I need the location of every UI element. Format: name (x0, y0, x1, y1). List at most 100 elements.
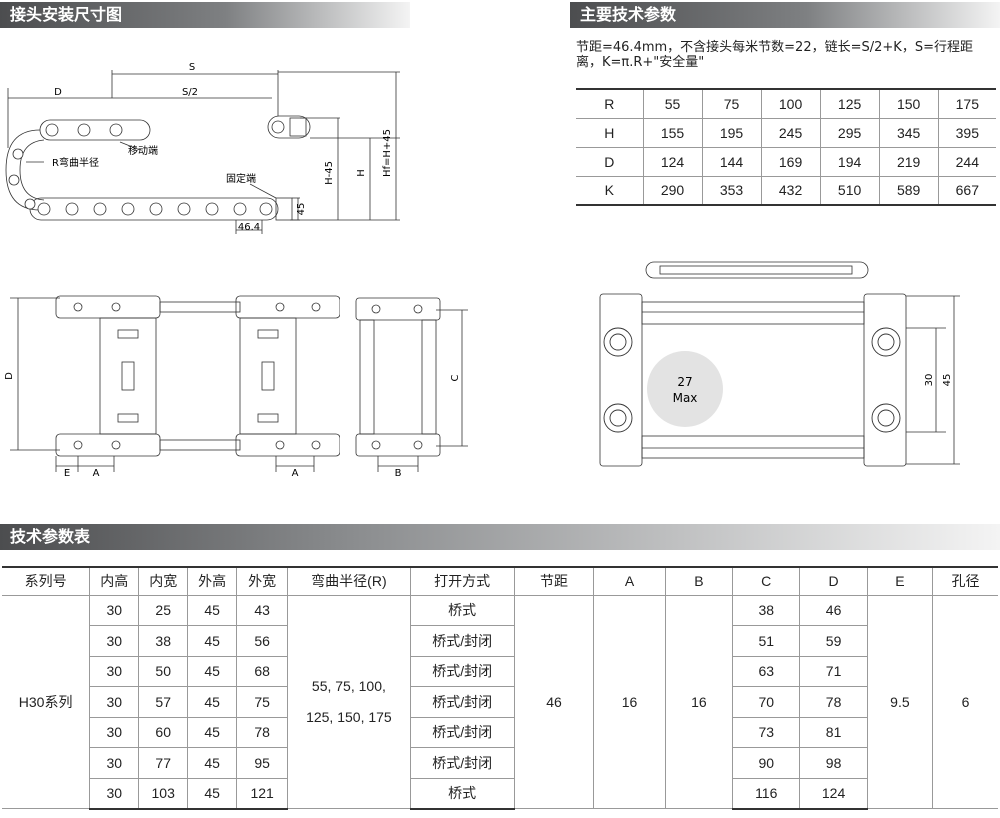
row-label: K (576, 176, 643, 206)
cell: 81 (799, 716, 868, 748)
cell: 124 (799, 777, 868, 810)
table-row: R 55 75 100 125 150 175 (576, 88, 996, 119)
cell: 121 (236, 777, 289, 810)
param-table-title: 技术参数表 (0, 524, 1000, 550)
cell: 125 (819, 88, 880, 119)
label-max-value: 27 (677, 375, 692, 389)
params-note: 节距=46.4mm，不含接头每米节数=22，链长=S/2+K，S=行程距离，K=… (576, 40, 973, 70)
cell: 桥式/封闭 (409, 716, 515, 748)
col-open-type: 打开方式 (409, 566, 515, 596)
cell: 345 (878, 118, 939, 148)
label-max-unit: Max (673, 391, 698, 405)
row-label: D (576, 147, 643, 177)
col-inner-h: 内高 (89, 566, 140, 596)
cell: 30 (89, 625, 140, 657)
col-bend-radius: 弯曲半径(R) (287, 566, 411, 596)
cell: 59 (799, 625, 868, 657)
tech-params-table: 系列号 内高 内宽 外高 外宽 弯曲半径(R) 打开方式 节距 A B C D … (2, 566, 998, 810)
cell: 667 (937, 176, 996, 206)
cell: 25 (138, 594, 189, 626)
col-a: A (593, 566, 666, 596)
main-params-table: R 55 75 100 125 150 175 H 155 195 245 29… (576, 88, 996, 206)
cell: 55 (642, 88, 703, 119)
cell: 桥式 (409, 594, 515, 626)
cell: 45 (187, 716, 238, 748)
cell: 144 (701, 147, 762, 177)
cell: 60 (138, 716, 189, 748)
main-params-title: 主要技术参数 (570, 2, 1000, 28)
cell: 30 (89, 686, 140, 718)
cell: 桥式 (409, 777, 515, 810)
bend-radius-cell: 55, 75, 100, 125, 150, 175 (287, 594, 411, 809)
b-cell: 16 (664, 594, 734, 809)
cell: 71 (799, 655, 868, 687)
cell: 75 (236, 686, 289, 718)
cell: 295 (819, 118, 880, 148)
installation-diagram: S D S/2 R弯曲半径 移动端 固定端 46.4 H-45 H Hf=H+4… (5, 62, 400, 234)
cell: 98 (799, 747, 868, 779)
cell: 75 (701, 88, 762, 119)
e-cell: 9.5 (866, 594, 934, 809)
label-fixed-end: 固定端 (226, 172, 256, 185)
cell: 45 (187, 777, 238, 810)
label-a-left: A (93, 468, 100, 479)
col-b: B (664, 566, 734, 596)
table-row: H30系列 30 25 45 43 55, 75, 100, 125, 150,… (2, 594, 998, 809)
cell: 桥式/封闭 (409, 747, 515, 779)
hole-cell: 6 (932, 594, 998, 809)
table-header-row: 系列号 内高 内宽 外高 外宽 弯曲半径(R) 打开方式 节距 A B C D … (2, 566, 998, 596)
cell: 30 (89, 594, 140, 626)
col-hole: 孔径 (932, 566, 998, 596)
label-s-half: S/2 (182, 87, 198, 98)
col-e: E (866, 566, 934, 596)
cell: 95 (236, 747, 289, 779)
cell: 155 (642, 118, 703, 148)
cell: 169 (760, 147, 821, 177)
col-outer-w: 外宽 (236, 566, 289, 596)
cell: 100 (760, 88, 821, 119)
cell: 124 (642, 147, 703, 177)
install-diagram-title: 接头安装尺寸图 (0, 2, 410, 28)
bend-radius-line1: 55, 75, 100, (311, 677, 386, 694)
cell: 244 (937, 147, 996, 177)
row-label: H (576, 118, 643, 148)
label-h: H (356, 169, 367, 177)
label-a-right: A (292, 468, 299, 479)
label-45-right: 45 (942, 374, 953, 387)
cell: 45 (187, 625, 238, 657)
table-row: H 155 195 245 295 345 395 (576, 118, 996, 148)
cell: 68 (236, 655, 289, 687)
label-d: D (54, 87, 62, 98)
cell: 桥式/封闭 (409, 686, 515, 718)
table-row: D 124 144 169 194 219 244 (576, 147, 996, 177)
cell: 73 (732, 716, 801, 748)
pitch-cell: 46 (513, 594, 595, 809)
label-bend-radius: R弯曲半径 (52, 156, 99, 169)
table-row: 30 77 45 95 桥式/封闭 90 98 (2, 747, 998, 779)
cell: 77 (138, 747, 189, 779)
cell: 219 (878, 147, 939, 177)
cell: 103 (138, 777, 189, 810)
cell: 45 (187, 655, 238, 687)
cell: 395 (937, 118, 996, 148)
cell: 38 (138, 625, 189, 657)
col-c: C (732, 566, 801, 596)
cross-section-diagram: 27 Max 30 45 (599, 261, 960, 467)
col-pitch: 节距 (513, 566, 595, 596)
cell: 30 (89, 655, 140, 687)
cell: 175 (937, 88, 996, 119)
cell: 45 (187, 747, 238, 779)
col-series: 系列号 (2, 566, 91, 596)
cell: 43 (236, 594, 289, 626)
cell: 桥式/封闭 (409, 655, 515, 687)
label-b: B (395, 468, 402, 479)
cell: 63 (732, 655, 801, 687)
cell: 245 (760, 118, 821, 148)
cell: 57 (138, 686, 189, 718)
cell: 70 (732, 686, 801, 718)
link-front-diagram: C B (355, 297, 468, 479)
label-moving-end: 移动端 (128, 144, 158, 157)
cell: 589 (878, 176, 939, 206)
a-cell: 16 (593, 594, 666, 809)
cell: 353 (701, 176, 762, 206)
